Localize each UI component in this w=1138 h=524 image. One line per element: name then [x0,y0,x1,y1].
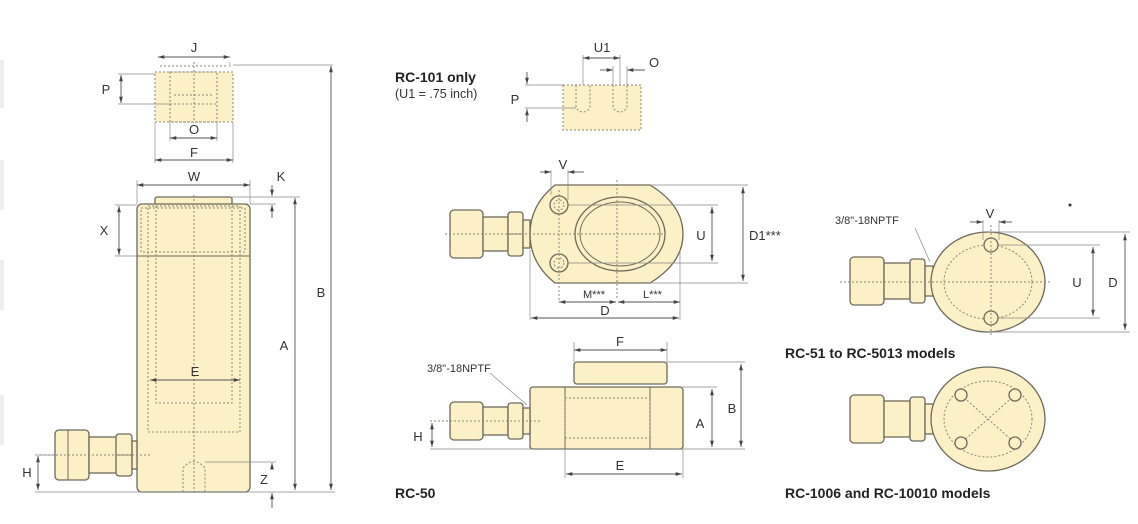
dim-label-u: U [696,228,705,243]
dim-label-e: E [191,364,200,379]
rc50-thread-label: 3/8"-18NPTF [427,363,491,375]
dim-label-f: F [616,334,624,349]
dim-label-a: A [280,338,289,353]
bottom-port [182,461,206,492]
rc51-top-view: 3/8"-18NPTF V U D RC-51 to RC-5013 model… [785,203,1130,361]
saddle-detail [154,62,234,123]
dim-label-o: O [189,122,199,137]
dim-label-u: U [1072,275,1081,290]
dim-label-e: E [616,458,625,473]
dim-label-u1: U1 [594,40,611,55]
rc50-side-view: 3/8"-18NPTF F B A H E RC-50 [395,334,745,501]
rc51-caption: RC-51 to RC-5013 models [785,345,956,361]
left-edge-artifacts [0,60,4,445]
dim-label-h: H [22,465,31,480]
dim-label-v: V [559,157,568,172]
low-height-top-view: V U D1*** M*** L*** D [445,157,781,320]
coupler-fitting [40,429,150,481]
side-view-cylinder: J P O F W K X E A B H Z [22,40,335,508]
dim-label-k: K [277,169,286,184]
rc51-thread-label: 3/8"-18NPTF [835,215,899,227]
dim-label-f: F [190,145,198,160]
dim-label-p: P [102,82,111,97]
rc1006-top-view: RC-1006 and RC-10010 models [785,366,1046,501]
dim-label-p: P [511,92,520,107]
dim-label-h: H [413,429,422,444]
dim-label-d1: D1*** [749,228,781,243]
dim-label-d: D [1108,275,1117,290]
dim-label-x: X [100,223,109,238]
dim-label-w: W [188,169,201,184]
rc101-title: RC-101 only [395,69,476,85]
rc101-note: (U1 = .75 inch) [395,87,477,101]
dim-label-v: V [986,206,995,221]
rc1006-caption: RC-1006 and RC-10010 models [785,485,991,501]
dim-label-j: J [191,40,198,55]
dim-label-a: A [696,416,705,431]
dim-label-b: B [317,285,326,300]
dim-label-d: D [600,303,609,318]
dim-label-o: O [649,55,659,70]
dim-label-l: L*** [643,289,663,301]
dim-label-z: Z [260,472,268,487]
rc101-saddle-detail: RC-101 only (U1 = .75 inch) U1 O P [395,40,659,131]
dim-label-m: M*** [583,289,606,301]
rc50-caption: RC-50 [395,485,436,501]
dim-label-b: B [728,401,737,416]
